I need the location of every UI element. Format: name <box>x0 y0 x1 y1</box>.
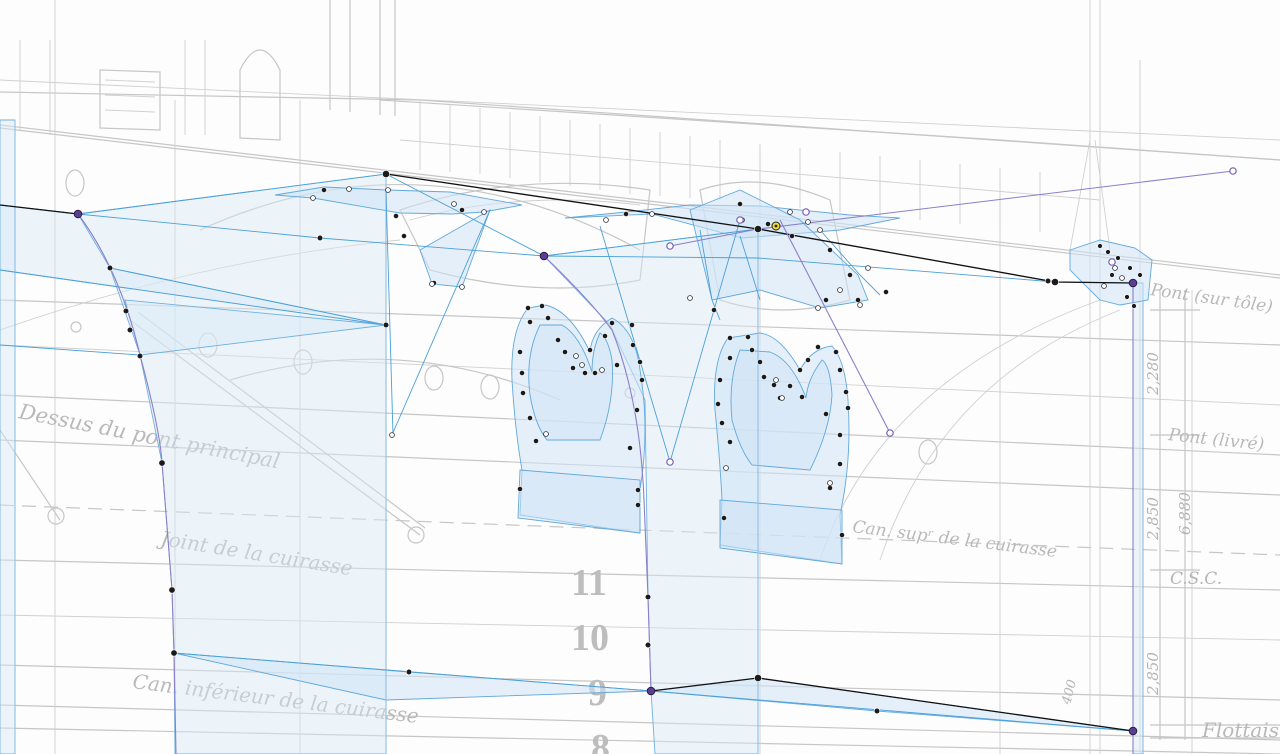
selected-vertex <box>539 251 549 261</box>
vertex <box>737 201 743 207</box>
vertex <box>765 221 771 227</box>
vertex <box>623 211 629 217</box>
vertex <box>170 649 178 657</box>
dim-2280: 2,280 <box>1144 352 1162 396</box>
dim-2850-lower: 2,850 <box>1144 652 1162 696</box>
label-station-8: 8 <box>591 727 610 754</box>
handle-vertex <box>666 242 674 250</box>
vertex <box>823 297 829 303</box>
vertex <box>855 297 861 303</box>
vertex <box>136 352 144 360</box>
dim-6880: 6,880 <box>1176 492 1194 535</box>
dim-2850-upper: 2,850 <box>1144 497 1162 541</box>
vertex <box>321 187 327 193</box>
vertex <box>393 213 399 219</box>
handle-vertex <box>802 208 810 216</box>
vertex <box>644 593 652 601</box>
vertex <box>827 247 833 253</box>
vertex <box>382 170 390 178</box>
vertex <box>644 641 652 649</box>
vertex <box>754 225 762 233</box>
label-flottaison: Flottais <box>1201 718 1279 742</box>
handle-vertex <box>736 216 744 224</box>
vertex <box>711 307 717 313</box>
handle-vertex <box>886 429 894 437</box>
vertex <box>1044 277 1052 285</box>
label-can-sup: Can. supʳ de la cuirasse <box>851 517 1058 562</box>
vertex <box>1051 278 1059 286</box>
vertex <box>873 707 881 715</box>
selected-vertex <box>73 209 83 219</box>
vertex <box>401 233 407 239</box>
mesh-anchor-left-inner <box>528 324 613 441</box>
handle-vertex <box>666 458 674 466</box>
mesh-anchor-left-base <box>517 469 641 534</box>
vertex <box>405 668 413 676</box>
selected-edges <box>77 170 1234 754</box>
vertex <box>382 321 390 329</box>
vertex <box>158 459 166 467</box>
vertex <box>883 289 889 295</box>
vertex <box>316 234 324 242</box>
vertex <box>168 586 176 594</box>
vertex <box>459 207 465 213</box>
mesh-boat-left <box>274 186 523 215</box>
mesh-overlay[interactable] <box>0 119 1234 754</box>
mesh-anchor-right-base <box>719 499 843 565</box>
mesh-anchor-right-inner <box>730 349 833 471</box>
vertex <box>847 272 853 278</box>
label-csc: C.S.C. <box>1170 569 1222 589</box>
selected-vertex <box>1128 726 1138 736</box>
vertex <box>122 307 130 315</box>
label-pont-sur-tole: Pont (sur tôle) <box>1148 280 1274 317</box>
mesh-panel-left-strip <box>0 119 16 754</box>
handle-vertex <box>1108 258 1116 266</box>
label-station-10: 10 <box>571 617 609 659</box>
dim-400: 400 <box>1059 678 1080 707</box>
vertex <box>754 674 762 682</box>
vertex <box>126 326 134 334</box>
selected-vertex <box>646 686 656 696</box>
vertex <box>839 532 845 538</box>
mesh-vertices[interactable] <box>73 167 1237 736</box>
mesh-boat-right-hull <box>689 189 869 309</box>
mesh-panel-right-strip <box>1132 282 1144 754</box>
selected-vertex <box>1128 278 1138 288</box>
vertex <box>789 233 795 239</box>
vertex <box>106 264 114 272</box>
handle-vertex <box>1229 167 1237 175</box>
label-station-11: 11 <box>571 562 607 604</box>
